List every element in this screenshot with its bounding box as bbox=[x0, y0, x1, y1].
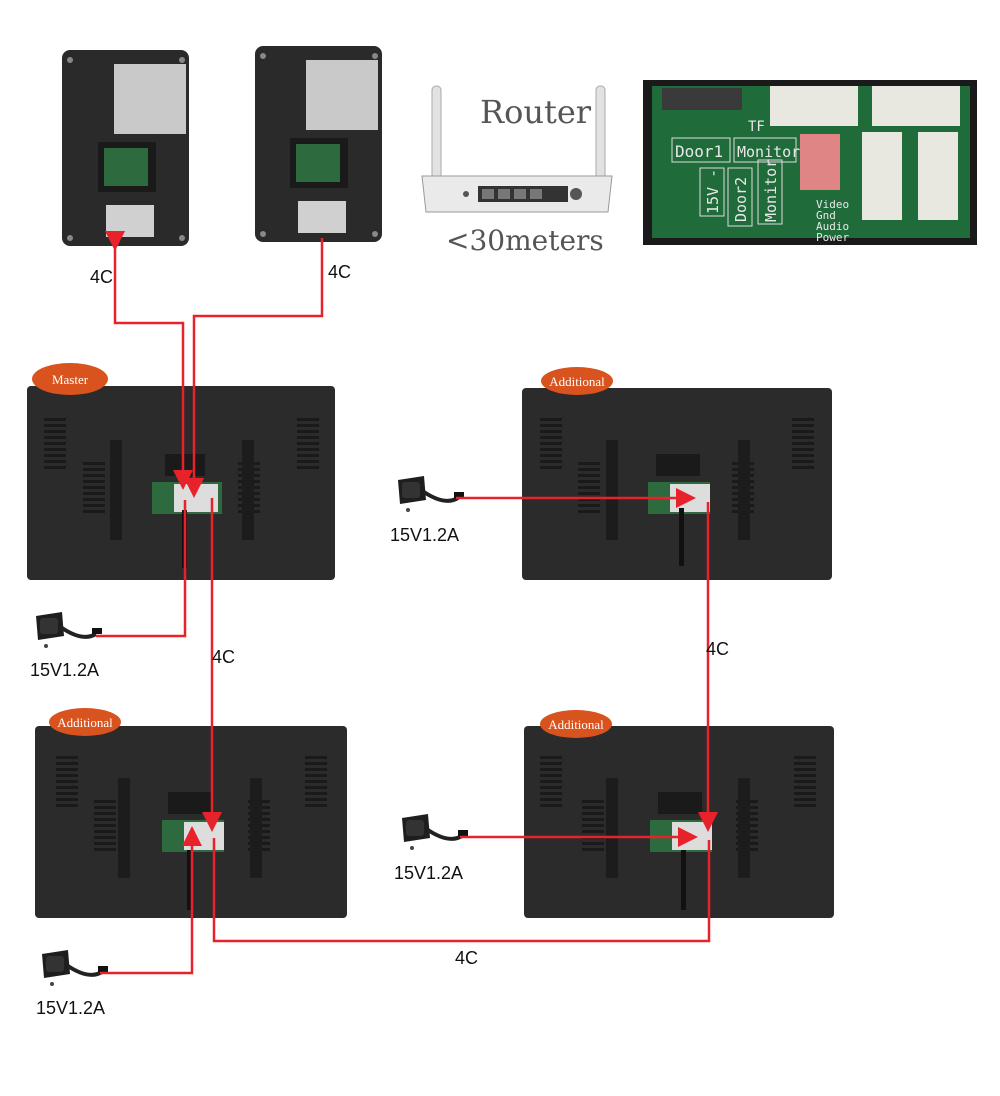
wiring bbox=[96, 231, 718, 975]
power-adapter-2-icon bbox=[396, 474, 466, 514]
badge-additional-bottom-right: Additional bbox=[540, 710, 612, 738]
wire-bottom-horizontal bbox=[212, 838, 711, 943]
cable-label-right-vertical: 4C bbox=[706, 639, 729, 659]
board-label-power: Power bbox=[816, 231, 849, 244]
board-label-gnd: Gnd bbox=[816, 209, 836, 222]
power-rating-4: 15V1.2A bbox=[36, 998, 105, 1018]
connector-board bbox=[643, 80, 977, 245]
svg-text:Master: Master bbox=[52, 372, 89, 387]
power-rating-1: 15V1.2A bbox=[30, 660, 99, 680]
wire-door1 bbox=[113, 241, 193, 490]
monitor-master bbox=[27, 386, 335, 580]
outdoor-unit-2 bbox=[255, 46, 382, 242]
board-label-monitor-2: Monitor bbox=[762, 159, 780, 222]
power-adapter-1-icon bbox=[34, 610, 104, 650]
svg-text:Additional: Additional bbox=[548, 717, 604, 732]
board-label-video: Video bbox=[816, 198, 849, 211]
svg-text:Additional: Additional bbox=[57, 715, 113, 730]
board-label-15v: 15V - bbox=[704, 169, 722, 214]
badge-additional-bottom-left: Additional bbox=[49, 708, 121, 736]
monitor-additional-bottom-right bbox=[524, 726, 834, 918]
cable-label-bottom-horizontal: 4C bbox=[455, 948, 478, 968]
badge-additional-top-right: Additional bbox=[541, 367, 613, 395]
cable-label-door2: 4C bbox=[328, 262, 351, 282]
wire-door2 bbox=[184, 238, 324, 498]
router-label: Router bbox=[480, 93, 592, 131]
router-distance: <30meters bbox=[446, 224, 604, 257]
power-rating-2: 15V1.2A bbox=[390, 525, 459, 545]
wire-power-master bbox=[96, 500, 187, 638]
board-label-tf: TF bbox=[748, 119, 765, 135]
router bbox=[421, 85, 613, 213]
board-label-monitor-1: Monitor bbox=[737, 143, 800, 161]
board-label-door2: Door2 bbox=[732, 177, 750, 222]
outdoor-unit-1 bbox=[62, 50, 189, 246]
power-rating-3: 15V1.2A bbox=[394, 863, 463, 883]
wire-power-bottom-left bbox=[100, 826, 202, 975]
power-adapter-3-icon bbox=[400, 812, 470, 852]
badge-master: Master bbox=[32, 363, 108, 395]
monitor-additional-top-right bbox=[522, 388, 832, 580]
board-label-audio: Audio bbox=[816, 220, 849, 233]
cable-label-master-to-additional: 4C bbox=[212, 647, 235, 667]
svg-text:Additional: Additional bbox=[549, 374, 605, 389]
cable-label-door1: 4C bbox=[90, 267, 113, 287]
power-adapter-4-icon bbox=[40, 948, 110, 988]
board-label-door1: Door1 bbox=[675, 142, 723, 161]
